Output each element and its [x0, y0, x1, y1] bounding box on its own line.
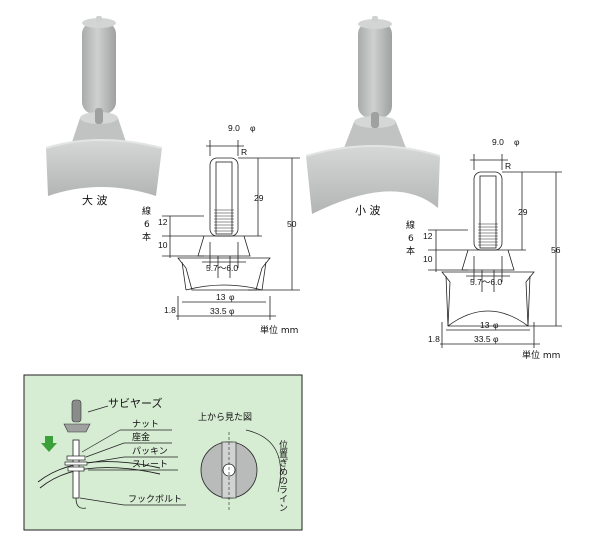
label-slate: スレート — [132, 460, 168, 470]
large-wave-dims: 9.0 φ R 29 50 12 10 5.7～6.0 13 φ 33.5 φ … — [142, 123, 298, 336]
small-wave-caption: 小 波 — [355, 204, 381, 217]
small-dim-12: 12 — [423, 231, 433, 241]
top-view-title: 上から見た図 — [198, 412, 252, 423]
label-nut: ナット — [132, 419, 159, 430]
small-dim-13: 13 — [480, 320, 490, 330]
large-phi-335: φ — [229, 306, 235, 316]
large-dim-13: 13 — [216, 292, 226, 302]
small-phi-top: φ — [514, 137, 520, 147]
large-side-label-2: 6 — [144, 220, 150, 230]
small-phi-13: φ — [493, 320, 499, 330]
top-view-drawing — [200, 429, 281, 510]
small-dim-335: 33.5 — [474, 334, 491, 344]
large-dim-12: 12 — [158, 217, 168, 227]
small-dim-18: 1.8 — [428, 334, 440, 344]
large-side-label-3: 本 — [142, 231, 151, 243]
large-side-label-1: 線 — [142, 205, 151, 217]
large-dim-18: 1.8 — [164, 305, 176, 315]
large-dim-slot: 5.7～6.0 — [206, 263, 238, 273]
small-unit: 単位 mm — [522, 349, 560, 361]
small-wave-photo — [305, 16, 441, 214]
small-dim-topdia: 9.0 — [492, 137, 504, 147]
large-wave-caption: 大 波 — [82, 193, 108, 207]
label-bolt: フックボルト — [128, 494, 182, 505]
install-panel: サビヤーズ ナット 座金 パッキン スレート フックボルト 上から見た図 位置ぎ… — [23, 374, 303, 531]
label-washer: 座金 — [132, 431, 150, 443]
positioning-line-label: 位置ぎめのライン — [277, 439, 288, 512]
large-dim-topdia: 9.0 — [228, 123, 240, 133]
small-dim-29: 29 — [518, 207, 528, 217]
small-side-label-1: 線 — [406, 219, 415, 231]
small-side-label-2: 6 — [408, 234, 414, 244]
label-packing: パッキン — [132, 446, 168, 457]
large-unit: 単位 mm — [260, 324, 298, 336]
small-side-label-3: 本 — [406, 245, 415, 257]
large-dim-r: R — [241, 147, 247, 157]
large-dim-335: 33.5 — [210, 306, 227, 316]
down-arrow-icon — [41, 436, 57, 452]
small-dim-10: 10 — [423, 254, 433, 264]
small-wave-drawing — [428, 154, 562, 348]
install-illustration — [37, 399, 161, 509]
large-dim-29: 29 — [254, 193, 264, 203]
install-title: サビヤーズ — [108, 396, 162, 410]
large-dim-10: 10 — [158, 240, 168, 250]
large-wave-drawing — [162, 140, 300, 320]
small-wave-dims: 9.0 φ R 29 56 12 10 5.7～6.0 13 φ 33.5 φ … — [406, 137, 561, 361]
small-phi-335: φ — [493, 334, 499, 344]
small-dim-r: R — [505, 161, 511, 171]
small-dim-56: 56 — [551, 245, 561, 255]
small-dim-slot: 5.7～6.0 — [470, 277, 502, 287]
large-wave-photo — [45, 16, 163, 196]
large-dim-50: 50 — [287, 219, 297, 229]
large-phi-top: φ — [250, 123, 256, 133]
large-phi-13: φ — [229, 292, 235, 302]
leader-lines — [79, 405, 186, 506]
